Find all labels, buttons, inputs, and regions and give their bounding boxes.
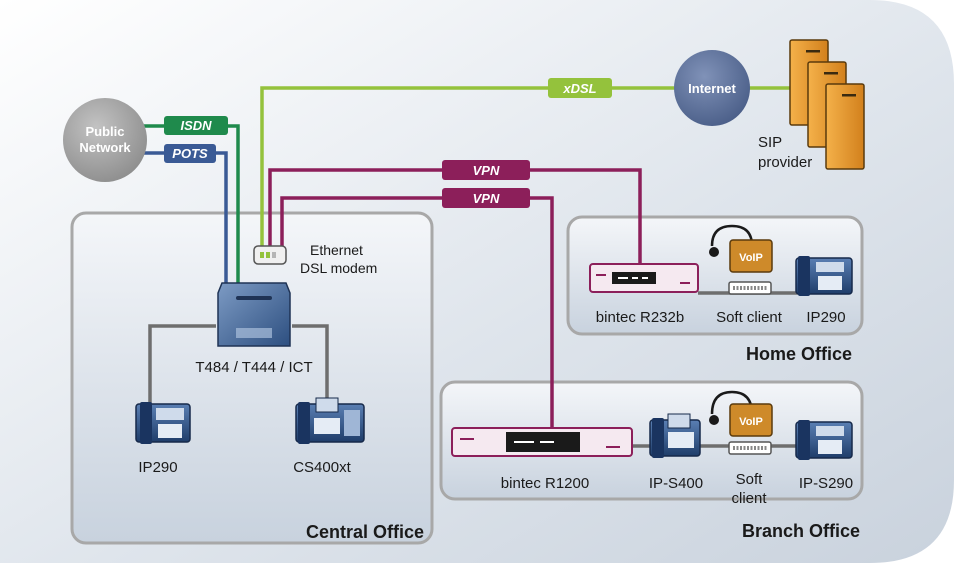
central-office-title: Central Office [306,522,424,542]
xdsl-tag: xDSL [548,78,612,98]
ip-s400-phone-icon [649,413,701,458]
svg-text:Public: Public [85,124,124,139]
internet-cloud: Internet [674,50,750,126]
public-network-cloud: Public Network [63,98,147,182]
svg-text:Internet: Internet [688,81,736,96]
branch-router-label: bintec R1200 [501,475,589,492]
isdn-tag: ISDN [164,116,228,135]
central-office-panel [70,211,434,545]
vpn-home-tag: VPN [442,160,530,180]
pbx-lan-line [148,324,216,405]
svg-text:ISDN: ISDN [180,118,212,133]
branch-phone-2-label: IP-S290 [799,475,853,492]
branch-softclient-label-2: client [731,490,767,507]
svg-text:VPN: VPN [473,191,500,206]
home-voip-badge: VoIP [739,252,763,264]
home-softclient-icon: VoIP [709,224,773,295]
vpn-branch-line [280,196,554,428]
sip-label-2: provider [758,154,812,171]
r232b-router-icon [589,263,699,293]
pbx-label: T484 / T444 / ICT [195,359,312,376]
dsl-modem-icon [253,245,287,265]
sip-label-1: SIP [758,134,782,151]
modem-label-1: Ethernet [310,242,363,258]
pbx-icon [217,282,291,347]
home-router-label: bintec R232b [596,309,684,326]
branch-phone-1-label: IP-S400 [649,475,703,492]
cs400xt-phone-icon [295,397,365,444]
pots-tag: POTS [164,144,216,163]
svg-text:POTS: POTS [172,146,208,161]
ip-s290-phone-icon [795,420,853,460]
r1200-router-icon [451,427,633,457]
ip290-phone-icon [135,402,191,444]
vpn-branch-tag: VPN [442,188,530,208]
modem-label-2: DSL modem [300,260,377,276]
sip-server-icon [789,39,865,170]
home-phone-label: IP290 [806,309,845,326]
home-office-title: Home Office [746,344,852,364]
svg-text:xDSL: xDSL [562,81,596,96]
branch-softclient-label-1: Soft [736,471,764,488]
connection-lines [135,86,810,448]
central-phone-1-label: IP290 [138,459,177,476]
branch-voip-badge: VoIP [739,416,763,428]
central-phone-2-label: CS400xt [293,459,351,476]
branch-office-title: Branch Office [742,521,860,541]
xdsl-line [260,86,676,253]
svg-text:Network: Network [79,140,131,155]
svg-text:VPN: VPN [473,163,500,178]
branch-softclient-icon: VoIP [709,390,773,455]
home-softclient-label: Soft client [716,309,783,326]
home-ip290-phone-icon [795,256,853,296]
pbx-lan-line-2 [292,324,329,405]
